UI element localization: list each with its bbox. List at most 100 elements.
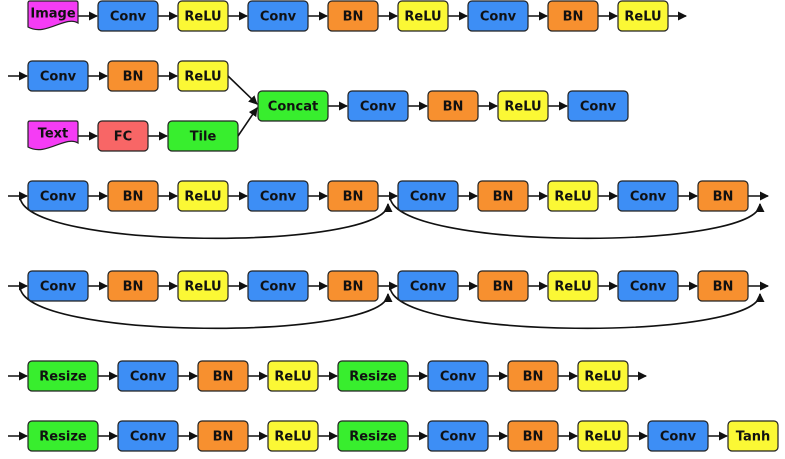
node-label: ReLU <box>584 370 621 385</box>
node-label: ReLU <box>184 10 221 25</box>
node-relu-image-branch-8: ReLU <box>617 0 669 32</box>
skip-connection-residual-1b <box>389 195 765 240</box>
node-conv-merge-1: Conv <box>347 90 409 122</box>
node-label: Conv <box>440 430 477 445</box>
node-resize-upsample-2-0: Resize <box>27 420 99 452</box>
node-bn-residual-1a-1: BN <box>107 180 159 212</box>
node-label: Conv <box>130 430 167 445</box>
node-label: Conv <box>110 10 147 25</box>
node-bn-upsample-2-2: BN <box>197 420 249 452</box>
node-label: Resize <box>349 430 397 445</box>
node-label: BN <box>493 190 514 205</box>
node-relu-residual-1b-2: ReLU <box>547 180 599 212</box>
node-bn-residual-1b-1: BN <box>477 180 529 212</box>
node-label: ReLU <box>584 430 621 445</box>
node-concat-merge-0: Concat <box>257 90 329 122</box>
arrow-relu-to-concat <box>227 75 258 105</box>
node-label: ReLU <box>554 190 591 205</box>
node-relu-upsample-1-3: ReLU <box>267 360 319 392</box>
node-conv-residual-2a-0: Conv <box>27 270 89 302</box>
node-label: BN <box>523 430 544 445</box>
node-bn-residual-2b-4: BN <box>697 270 749 302</box>
skip-connection-residual-2a <box>19 285 393 330</box>
node-label: BN <box>123 190 144 205</box>
node-label: Conv <box>260 10 297 25</box>
node-label: BN <box>523 370 544 385</box>
node-label: FC <box>114 130 132 145</box>
node-conv-upsample-1-1: Conv <box>117 360 179 392</box>
node-label: BN <box>443 100 464 115</box>
node-label: BN <box>563 10 584 25</box>
node-label: ReLU <box>184 190 221 205</box>
node-label: Conv <box>40 70 77 85</box>
node-label: Resize <box>349 370 397 385</box>
node-label: ReLU <box>554 280 591 295</box>
node-label: Conv <box>260 190 297 205</box>
node-bn-conv-branch-1: BN <box>107 60 159 92</box>
node-relu-residual-1a-2: ReLU <box>177 180 229 212</box>
node-conv-residual-2b-3: Conv <box>617 270 679 302</box>
node-label: Conv <box>40 190 77 205</box>
node-conv-residual-1a-0: Conv <box>27 180 89 212</box>
node-label: Conv <box>440 370 477 385</box>
node-text-text-branch-0: Text <box>27 120 79 151</box>
node-relu-upsample-1-7: ReLU <box>577 360 629 392</box>
node-conv-upsample-1-5: Conv <box>427 360 489 392</box>
node-label: BN <box>123 70 144 85</box>
node-label: Conv <box>410 280 447 295</box>
node-tanh-upsample-2-9: Tanh <box>727 420 779 452</box>
node-label: Conv <box>480 10 517 25</box>
node-label: Conv <box>130 370 167 385</box>
node-label: ReLU <box>504 100 541 115</box>
node-label: Conv <box>360 100 397 115</box>
node-label: ReLU <box>624 10 661 25</box>
node-conv-upsample-2-1: Conv <box>117 420 179 452</box>
node-bn-residual-1a-4: BN <box>327 180 379 212</box>
node-conv-residual-1b-0: Conv <box>397 180 459 212</box>
node-label: Conv <box>630 280 667 295</box>
node-bn-upsample-1-2: BN <box>197 360 249 392</box>
node-conv-image-branch-6: Conv <box>467 0 529 32</box>
node-relu-residual-2a-2: ReLU <box>177 270 229 302</box>
node-label: ReLU <box>184 70 221 85</box>
node-bn-residual-2b-1: BN <box>477 270 529 302</box>
node-relu-image-branch-2: ReLU <box>177 0 229 32</box>
node-image-image-branch-0: Image <box>27 0 79 31</box>
node-bn-upsample-1-6: BN <box>507 360 559 392</box>
node-relu-image-branch-5: ReLU <box>397 0 449 32</box>
node-fc-text-branch-1: FC <box>97 120 149 152</box>
node-bn-merge-2: BN <box>427 90 479 122</box>
node-conv-merge-4: Conv <box>567 90 629 122</box>
node-conv-upsample-2-8: Conv <box>647 420 709 452</box>
node-label: Image <box>30 7 75 22</box>
node-bn-residual-2a-1: BN <box>107 270 159 302</box>
node-label: BN <box>343 10 364 25</box>
node-label: Text <box>38 127 69 142</box>
node-label: Conv <box>260 280 297 295</box>
node-label: BN <box>343 280 364 295</box>
node-bn-residual-1b-4: BN <box>697 180 749 212</box>
node-label: ReLU <box>404 10 441 25</box>
node-conv-residual-2a-3: Conv <box>247 270 309 302</box>
node-tile-text-branch-2: Tile <box>167 120 239 152</box>
node-conv-residual-2b-0: Conv <box>397 270 459 302</box>
node-label: BN <box>123 280 144 295</box>
node-label: Resize <box>39 430 87 445</box>
node-label: Resize <box>39 370 87 385</box>
skip-connection-residual-2b <box>389 285 765 330</box>
node-label: BN <box>343 190 364 205</box>
node-conv-image-branch-1: Conv <box>97 0 159 32</box>
node-label: Conv <box>410 190 447 205</box>
arrow-tile-to-concat <box>237 107 258 137</box>
node-label: Tile <box>190 130 217 145</box>
node-label: ReLU <box>274 370 311 385</box>
node-label: BN <box>713 190 734 205</box>
node-label: Conv <box>630 190 667 205</box>
skip-connection-residual-1a <box>19 195 393 240</box>
node-label: Conv <box>580 100 617 115</box>
node-label: BN <box>713 280 734 295</box>
node-bn-residual-2a-4: BN <box>327 270 379 302</box>
node-label: BN <box>213 430 234 445</box>
node-bn-image-branch-4: BN <box>327 0 379 32</box>
node-label: BN <box>213 370 234 385</box>
